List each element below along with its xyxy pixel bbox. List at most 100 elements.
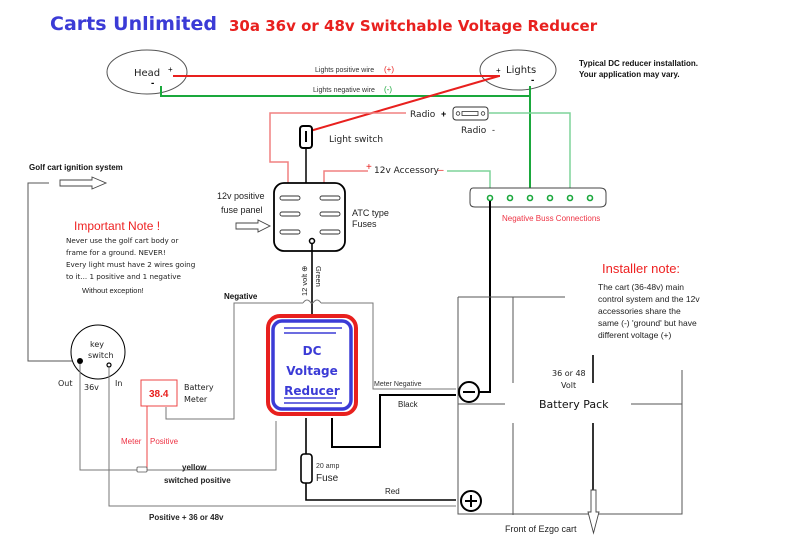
key-switch-out-label: Out [58,379,73,388]
negative-buss-bar [469,187,607,208]
voltage-reducer-inner [271,319,353,411]
important-note-line-3: Every light must have 2 wires going [66,260,195,269]
reducer-label-1: DC [303,344,322,358]
fuse-panel-arrow-icon [235,219,272,233]
black-label: Black [398,400,419,409]
red-label: Red [385,487,400,496]
important-note-line-2: frame for a ground. NEVER! [66,248,166,257]
fuse-type-label-2: Fuses [352,219,377,229]
buss-terminal [486,194,494,202]
main-positive-label: Positive + 36 or 48v [149,513,224,522]
atc-fuse [319,195,341,201]
buss-terminals [486,194,594,202]
atc-fuse [279,229,301,235]
installer-note-heading: Installer note: [602,261,680,276]
lights-negative-wire-label: Lights negative wire [313,87,375,94]
head-light-ellipse [106,49,188,95]
wire-crossover-icon [302,299,313,304]
buss-terminal [506,194,514,202]
meter-negative-label: Meter Negative [374,381,422,388]
switch-to-lights-wire [309,75,500,132]
meter-splice-connector [136,466,148,473]
battery-meter-label-2: Meter [184,395,208,404]
head-label: Head [134,68,160,79]
buss-terminal [586,194,594,202]
lights-minus: - [531,75,534,86]
yellow-label: yellow [182,463,207,472]
accessory-plus: + [366,162,372,173]
accessory-positive-wire [323,170,368,184]
front-of-cart-label: Front of Ezgo cart [505,524,577,534]
key-switch-out-terminal-icon [77,358,83,364]
negative-buss-label: Negative Buss Connections [502,214,600,223]
switched-positive-label: switched positive [164,476,231,485]
meter-positive-label-meter: Meter [121,437,142,446]
installer-note-line-4: same (-) 'ground' but have [598,318,697,328]
atc-fuses [279,195,341,235]
switched-positive-yellow-wire [79,364,277,471]
battery-voltage-label-2: Volt [561,381,576,390]
ignition-wire [27,182,75,362]
head-minus: - [151,78,154,89]
buss-terminal [546,194,554,202]
key-switch-label-2: switch [88,351,114,360]
fuse-type-label-1: ATC type [352,208,389,218]
fuse-panel-input-terminal-icon [308,237,316,245]
fuse-20-amp [300,453,313,484]
disclaimer-line-1: Typical DC reducer installation. [579,59,698,68]
meter-negative-wire-left [165,302,303,420]
battery-meter-reading: 38.4 [149,389,169,400]
fuse-panel-label-2: fuse panel [221,205,263,215]
radio-negative-wire [489,112,571,197]
head-plus: + [168,65,173,74]
radio-plus: + [441,109,446,119]
battery-meter [140,379,178,407]
battery-pack-label: Battery Pack [539,398,609,411]
atc-fuse [319,211,341,217]
lights-label: Lights [506,65,536,76]
fuse-rating-label: 20 amp [316,463,339,470]
atc-fuse [319,229,341,235]
installer-note-line-3: accessories share the [598,306,681,316]
wire-crossover-icon [312,299,322,304]
radio-knob-left-icon [455,111,461,116]
lights-plus: + [496,66,501,75]
radio-minus: - [492,125,495,135]
light-switch-label: Light switch [329,135,383,145]
disclaimer-line-2: Your application may vary. [579,70,680,79]
buss-to-battery-negative-wire [478,201,491,393]
accessory-label: 12v Accessory [374,166,440,176]
reducer-label-2: Voltage [286,364,338,378]
important-note-line-1: Never use the golf cart body or [66,236,178,245]
brand-title: Carts Unlimited [50,13,217,35]
buss-terminal [526,194,534,202]
radio-positive-wire [269,112,406,184]
ignition-arrow-icon [59,176,108,190]
lights-ellipse [479,49,557,91]
radio-knob-right-icon [480,111,486,116]
atc-fuse [279,211,301,217]
reducer-red-wire [305,483,456,501]
atc-fuse [279,195,301,201]
radio-device-label: Radio [461,126,487,136]
installer-note-line-1: The cart (36-48v) main [598,282,684,292]
important-note-line-4: to it... 1 positive and 1 negative [66,272,181,281]
battery-voltage-label-1: 36 or 48 [552,369,586,378]
buss-terminal [566,194,574,202]
radio-slot-icon [461,111,479,116]
accessory-minus: – [438,165,444,176]
lights-positive-symbol: (+) [384,65,394,74]
diagram-subtitle: 30a 36v or 48v Switchable Voltage Reduce… [229,17,598,35]
radio-wire-label: Radio [410,110,436,120]
important-note-closing: Without exception! [82,286,144,295]
radio-device [452,106,489,121]
key-switch-36v-label: 36v [84,383,99,392]
key-switch-in-label: In [115,379,122,388]
lights-negative-wire [160,86,531,97]
output-label-green: Green [314,266,323,287]
reducer-label-3: Reducer [284,384,340,398]
meter-positive-label-positive: Positive [150,437,179,446]
battery-pack-outline [457,297,683,515]
important-note-heading: Important Note ! [74,219,160,233]
